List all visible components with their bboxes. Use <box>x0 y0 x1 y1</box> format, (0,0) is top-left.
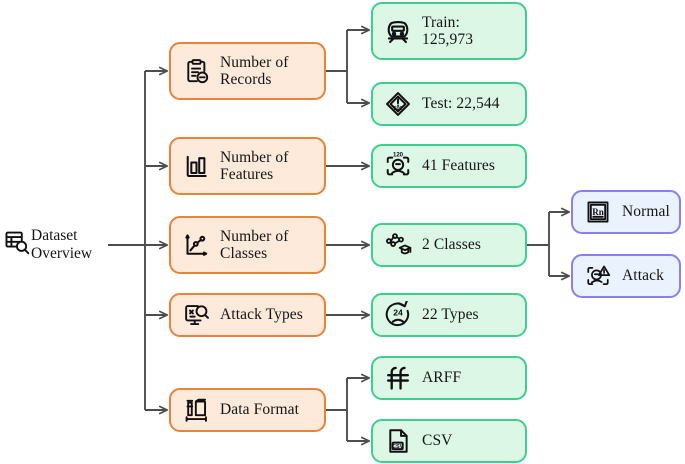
monitor-search-icon <box>181 300 211 330</box>
face-alert-icon <box>583 261 613 291</box>
svg-text:24: 24 <box>393 307 403 317</box>
node-train-count[interactable]: Train: 125,973 <box>371 2 527 60</box>
node-number-of-features[interactable]: Number of Features <box>169 137 326 195</box>
node-label: 41 Features <box>422 157 495 175</box>
data-shape-icon <box>181 395 211 425</box>
node-label: Number of Features <box>220 148 289 183</box>
node-data-format[interactable]: Data Format <box>169 388 326 432</box>
node-label: 2 Classes <box>422 236 482 254</box>
node-label: Attack Types <box>220 306 303 324</box>
warning-diamond-icon: 500 <box>383 89 413 119</box>
clock-24-icon: 24 <box>383 300 413 330</box>
svg-text:Rn: Rn <box>592 207 604 217</box>
node-label: Test: 22,544 <box>422 95 500 113</box>
rn-element-icon: Rn <box>583 197 613 227</box>
node-test-count[interactable]: 500 Test: 22,544 <box>371 82 527 126</box>
train-icon <box>383 16 413 46</box>
node-attack-type-count[interactable]: 24 22 Types <box>371 293 527 337</box>
node-label: ARFF <box>422 369 462 387</box>
svg-text:CSV: CSV <box>392 444 403 450</box>
cluster-graduation-icon <box>383 230 413 260</box>
node-number-of-records[interactable]: Number of Records <box>169 42 326 100</box>
node-class-attack[interactable]: Attack <box>571 254 681 298</box>
node-label: 22 Types <box>422 306 479 324</box>
node-label: Normal <box>622 203 670 221</box>
node-label: Train: 125,973 <box>422 13 474 48</box>
node-label: Dataset Overview <box>31 227 93 262</box>
line-chart-icon <box>181 230 211 260</box>
node-format-arff[interactable]: ARFF <box>371 356 527 400</box>
node-number-of-classes[interactable]: Number of Classes <box>169 216 326 274</box>
clipboard-minus-icon <box>181 56 211 86</box>
svg-text:500: 500 <box>394 106 403 112</box>
face-scan-120-icon: 120 <box>383 151 413 181</box>
node-label: Number of Classes <box>220 227 289 262</box>
svg-text:120: 120 <box>393 153 404 159</box>
node-attack-types[interactable]: Attack Types <box>169 293 326 337</box>
node-label: CSV <box>422 432 453 450</box>
csv-file-icon: CSV <box>383 426 413 456</box>
node-label: Attack <box>622 267 664 285</box>
node-format-csv[interactable]: CSV CSV <box>371 419 527 463</box>
node-dataset-overview[interactable]: Dataset Overview <box>4 222 108 268</box>
node-label: Number of Records <box>220 53 289 88</box>
node-class-normal[interactable]: Rn Normal <box>571 190 681 234</box>
arff-glyph-icon <box>383 363 413 393</box>
node-label: Data Format <box>220 401 300 419</box>
database-search-icon <box>4 229 31 261</box>
bar-chart-icon <box>181 151 211 181</box>
node-class-count[interactable]: 2 Classes <box>371 223 527 267</box>
node-feature-count[interactable]: 120 41 Features <box>371 144 527 188</box>
